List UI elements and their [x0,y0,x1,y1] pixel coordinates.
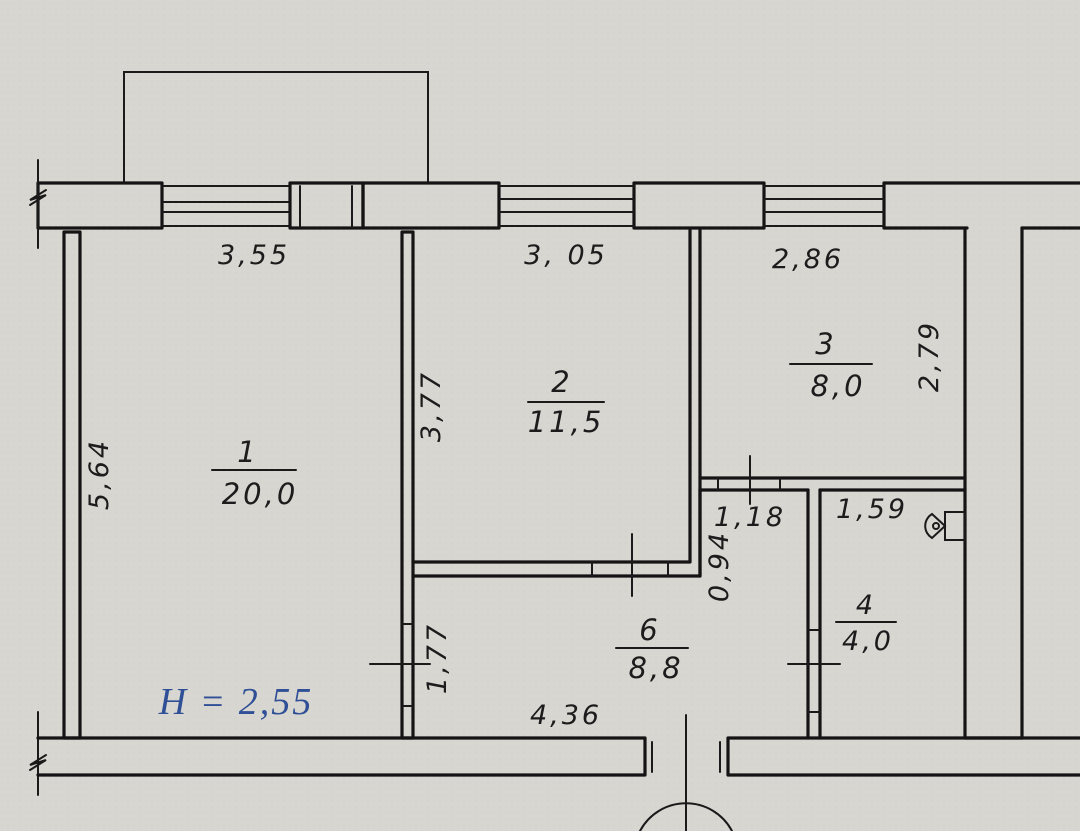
room-6-label: 6 8,8 [615,613,689,685]
ceiling-height-label: H = 2,55 [158,681,314,723]
dim-closet-length: 0,94 [704,530,735,602]
room-4-area: 4,0 [842,626,894,657]
door-bathroom [787,629,841,713]
window-room1 [161,181,365,230]
break-mark-top [29,159,47,249]
room-1-area: 20,0 [222,477,299,511]
dim-room2-length: 3,77 [416,370,447,442]
dim-room3-width: 2,86 [772,244,844,275]
room-6-number: 6 [639,613,660,647]
door-room3 [717,455,781,505]
bottom-wall [36,736,1080,777]
dim-closet-width: 1,18 [714,502,786,533]
room-6-area: 8,8 [628,651,683,685]
door-room2 [591,533,669,597]
toilet-fixture [924,511,966,541]
room-3-number: 3 [815,327,836,361]
window-room2 [498,185,635,227]
room-2-area: 11,5 [528,405,605,439]
dim-room1-length: 5,64 [84,438,115,510]
partition-room1-room2 [400,230,415,740]
room-4-number: 4 [856,590,876,621]
room-3-area: 8,0 [810,369,865,403]
dim-room1-width: 3,55 [218,240,290,271]
dim-room2-width: 3, 05 [524,240,608,271]
dim-corridor-length: 1,77 [422,622,453,694]
room-2-number: 2 [551,365,572,399]
balcony-outline [123,71,429,183]
dim-bathroom-width: 1,59 [836,494,908,525]
dim-room3-length: 2,79 [914,320,945,392]
partition-closet [698,488,822,740]
room-2-label: 2 11,5 [527,365,605,439]
room-1-label: 1 20,0 [211,435,299,511]
break-mark-bottom [29,711,47,796]
right-wall-inner [963,226,1024,740]
door-room1 [369,623,431,707]
window-room3 [763,185,885,227]
room-4-label: 4 4,0 [835,590,897,657]
room-1-number: 1 [237,435,258,469]
dim-corridor-width: 4,36 [530,700,602,731]
room-3-label: 3 8,0 [789,327,873,403]
